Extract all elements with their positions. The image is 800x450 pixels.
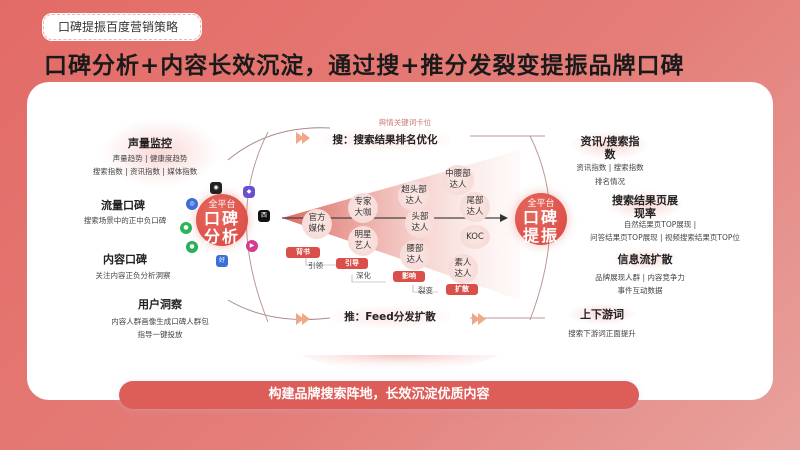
- node-koc: KOC: [460, 225, 490, 249]
- left-item-title-4: 用户洞察: [138, 298, 182, 311]
- left-item-title-2: 流量口碑: [101, 199, 145, 212]
- node-experts: 专家大咖: [348, 193, 378, 223]
- left-item-line: 内容人群画像生成口碑人群包: [111, 317, 209, 326]
- right-item-line: 资讯指数 | 搜索指数: [576, 163, 644, 172]
- top-note: 舆情关键词卡位: [378, 118, 432, 127]
- right-item-line: 品牌展现人群 | 内容竞争力: [595, 273, 685, 282]
- right-item-title-2: 搜索结果页展现率: [612, 194, 678, 220]
- node-tail-kol: 尾部达人: [460, 192, 490, 222]
- purple-app-icon: ◆: [243, 186, 255, 198]
- feed-channel-label: 推：Feed分发扩散: [330, 306, 450, 328]
- camera-app-icon: ◉: [210, 182, 222, 194]
- right-item-title-4: 上下游词: [580, 308, 624, 321]
- glow: [100, 118, 220, 188]
- left-item-line: 声量趋势 | 健康度趋势: [112, 154, 188, 163]
- flow-word: 裂变: [418, 286, 433, 295]
- search-channel-label: 搜：搜索结果排名优化: [320, 129, 450, 151]
- glow: [570, 130, 650, 160]
- section-tag: 口碑提振百度营销策略: [42, 13, 202, 41]
- node-mid-kol: 腰部达人: [400, 240, 430, 270]
- left-item-title-3: 内容口碑: [103, 253, 147, 266]
- right-item-line: 搜索下游词正面提升: [568, 329, 636, 338]
- xigua-app-icon: 西: [258, 210, 270, 222]
- chip-guide: 引导: [336, 258, 368, 269]
- flow-word: 引领: [308, 261, 323, 270]
- haokan-app-icon: 好: [216, 255, 228, 267]
- right-item-line: 事件互动数据: [617, 286, 663, 295]
- platform-boost-circle: 全平台 口碑 提振: [515, 193, 567, 245]
- green-app-icon: ●: [186, 241, 198, 253]
- glow: [567, 303, 637, 325]
- node-top-kol: 超头部达人: [398, 181, 430, 211]
- right-item-title-3: 信息流扩散: [617, 253, 673, 266]
- right-item-line: 排名情况: [595, 177, 625, 186]
- video-app-icon: ▶: [246, 240, 258, 252]
- baidu-app-icon: ◎: [186, 198, 198, 210]
- node-mid-waist-kol: 中腰部达人: [442, 165, 474, 195]
- chip-endorse: 背书: [286, 247, 320, 258]
- circle-caption: 全平台: [527, 199, 555, 209]
- node-official-media: 官方媒体: [302, 209, 332, 239]
- left-item-line: 搜索场景中的正中负口碑: [83, 216, 167, 225]
- glow: [605, 190, 685, 220]
- wechat-green-icon: ●: [180, 222, 192, 234]
- right-item-line: 问答结果页TOP展现 | 视频搜索结果页TOP位: [590, 233, 740, 242]
- chip-spread: 扩散: [446, 284, 478, 295]
- right-item-line: 自然结果页TOP展现 |: [623, 220, 697, 229]
- left-item-line: 指导一键投放: [137, 330, 183, 339]
- left-item-title-1: 声量监控: [128, 137, 172, 150]
- glow: [610, 248, 680, 270]
- right-item-title-1: 资讯/搜索指数: [580, 135, 640, 161]
- page-title: 口碑分析+内容长效沉淀，通过搜+推分发裂变提振品牌口碑: [44, 53, 685, 79]
- bottom-banner: 构建品牌搜索阵地，长效沉淀优质内容: [119, 381, 639, 409]
- circle-caption: 全平台: [208, 200, 236, 210]
- circle-line: 口碑: [522, 208, 559, 227]
- flow-word: 深化: [356, 271, 371, 280]
- left-item-line: 搜索指数 | 资讯指数 | 媒体指数: [92, 167, 198, 176]
- chip-influence: 影响: [393, 271, 425, 282]
- circle-line: 提振: [522, 226, 559, 245]
- circle-line: 分析: [203, 227, 240, 246]
- left-item-line: 关注内容正负分析洞察: [95, 271, 171, 280]
- circle-line: 口碑: [203, 209, 240, 228]
- node-head-kol: 头部达人: [405, 208, 435, 238]
- platform-analysis-circle: 全平台 口碑 分析: [196, 194, 248, 246]
- node-celebrities: 明星艺人: [348, 226, 378, 256]
- node-amateur-kol: 素人达人: [448, 254, 478, 284]
